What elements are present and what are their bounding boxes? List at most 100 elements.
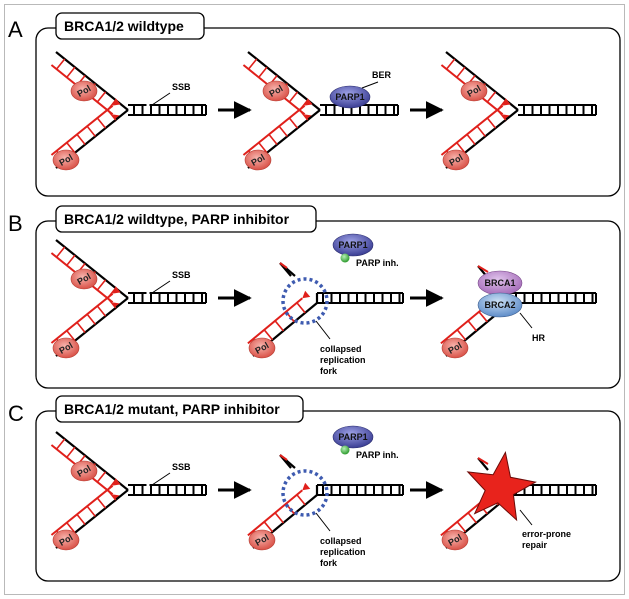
dna-duplex — [317, 484, 404, 496]
collapsed-fork-label: fork — [320, 366, 338, 376]
panel-c-title-box — [55, 395, 304, 423]
nascent-rung — [278, 125, 288, 137]
callout-line — [361, 81, 379, 89]
nascent-rung — [96, 305, 107, 317]
polymerase-body — [52, 337, 80, 359]
nascent-rung — [296, 494, 306, 506]
nascent-rung — [96, 117, 107, 129]
hr-label: HR — [532, 333, 545, 343]
nascent-rung — [66, 522, 76, 534]
parp1-body — [332, 425, 374, 449]
nascent-rung — [106, 297, 117, 309]
polymerase: Pol — [52, 529, 80, 551]
nascent-rung — [66, 66, 76, 78]
nascent-rung — [247, 58, 258, 70]
polymerase-body — [248, 529, 276, 551]
dna-duplex — [317, 292, 404, 304]
nascent-rung — [106, 109, 117, 121]
stub-nascent — [477, 265, 489, 273]
nascent-rung — [76, 133, 86, 146]
nascent-rung — [456, 142, 466, 154]
nascent-rung — [298, 109, 309, 121]
collapsed-fork-ring — [281, 469, 329, 517]
panel-b-title-box — [55, 205, 317, 233]
collapsed-fork-label: replication — [320, 547, 366, 557]
ssb-nick — [146, 103, 150, 107]
callout-line — [151, 472, 171, 486]
collapsed-fork-ring — [281, 277, 329, 325]
callout-line — [519, 509, 533, 526]
broken-nascent — [279, 262, 288, 269]
nascent-strand — [50, 104, 114, 156]
polymerase-body — [70, 460, 98, 482]
polymerase: Pol — [52, 149, 80, 171]
nascent-rung — [467, 320, 478, 332]
nascent-strand — [50, 484, 114, 536]
callout-line — [315, 512, 331, 532]
nascent-rung — [96, 279, 107, 291]
parp1-label: PARP1 — [338, 240, 367, 250]
ssb-nick — [146, 291, 150, 295]
nascent-strand — [242, 104, 306, 156]
collapsed-fork-label: collapsed — [320, 536, 362, 546]
parp-inhibitor-label: PARP inh. — [356, 258, 399, 268]
nascent-rung — [445, 58, 456, 70]
panel-a-title: BRCA1/2 wildtype — [64, 18, 184, 34]
nascent-rung — [96, 497, 107, 509]
polymerase-body — [70, 268, 98, 290]
nascent-strand — [440, 104, 504, 156]
error-prone-label: error-prone — [522, 529, 571, 539]
polymerase: Pol — [244, 149, 272, 171]
error-prone-fork — [477, 457, 489, 471]
nascent-rung — [263, 329, 274, 341]
nascent-rung — [466, 133, 476, 146]
error-prone-star — [466, 450, 537, 522]
brca1-label: BRCA1 — [484, 278, 515, 288]
callout-line — [519, 312, 533, 329]
nascent-rung — [55, 246, 66, 258]
ssb-label: SSB — [172, 270, 191, 280]
callout-line — [151, 280, 171, 294]
nascent-arrowhead — [502, 98, 511, 106]
parp1-enzyme: PARP1 — [332, 233, 374, 257]
nascent-strand — [247, 489, 303, 537]
nascent-rung — [478, 311, 488, 323]
collapsed-fork — [279, 454, 319, 495]
dna-duplex — [128, 483, 207, 496]
nascent-rung — [66, 254, 76, 266]
nascent-rung — [296, 302, 306, 314]
collapsed-fork-label: replication — [320, 355, 366, 365]
polymerase: Pol — [441, 337, 469, 359]
nascent-rung — [263, 521, 274, 533]
parp1-body — [332, 233, 374, 257]
brca2-label: BRCA2 — [484, 300, 515, 310]
nascent-rung — [288, 117, 299, 129]
ber-label: BER — [372, 70, 392, 80]
nascent-rung — [258, 66, 268, 78]
nascent-rung — [258, 142, 268, 154]
nascent-rung — [76, 321, 86, 334]
panel-a-title-box — [55, 12, 205, 40]
brca2-protein: BRCA2 — [477, 292, 523, 318]
nascent-rung — [55, 58, 66, 70]
nascent-strand — [50, 292, 114, 344]
broken-nascent — [279, 454, 288, 461]
parp1-body — [329, 85, 371, 109]
ssb-label: SSB — [172, 82, 191, 92]
parp-inhibitor-label: PARP inh. — [356, 450, 399, 460]
polymerase-body — [248, 337, 276, 359]
nascent-rung — [96, 471, 107, 483]
parp1-label: PARP1 — [335, 92, 364, 102]
polymerase: Pol — [52, 337, 80, 359]
polymerase-body — [52, 529, 80, 551]
polymerase: Pol — [70, 80, 98, 102]
polymerase: Pol — [460, 80, 488, 102]
nascent-rung — [486, 117, 497, 129]
parp-inhibitor-dot — [340, 445, 350, 455]
nascent-arrowhead — [112, 98, 121, 106]
polymerase: Pol — [442, 149, 470, 171]
polymerase: Pol — [70, 460, 98, 482]
panel-a-box — [35, 27, 621, 197]
nascent-rung — [486, 91, 497, 103]
error-prone-label: repair — [522, 540, 548, 550]
